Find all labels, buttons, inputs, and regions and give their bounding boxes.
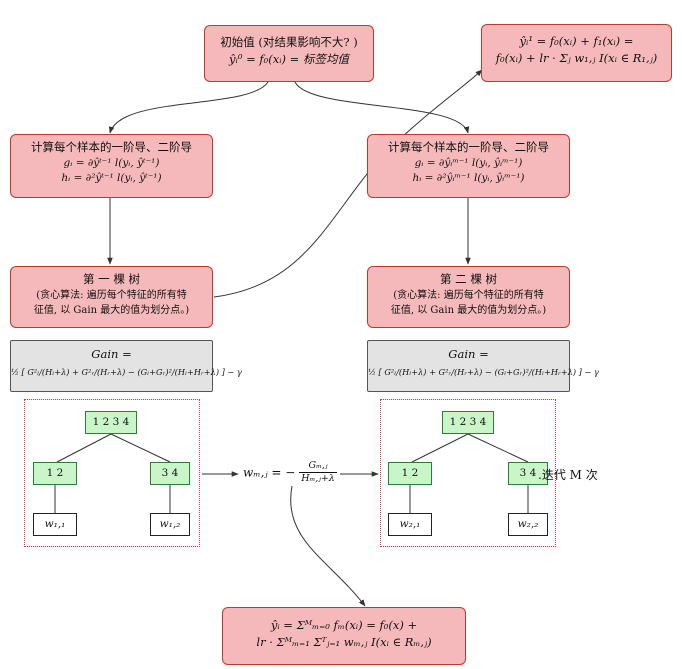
final-line2: lr · Σᴹₘ₌₁ Σᵀⱼ₌₁ wₘ,ⱼ I(xᵢ ∈ Rₘ,ⱼ) — [256, 635, 432, 649]
tree-right-child-left: 1 2 — [388, 462, 432, 485]
grad-left-title: 计算每个样本的一阶导、二阶导 — [31, 140, 192, 154]
tree-left-child-right: 3 4 — [150, 462, 190, 485]
grad-box-right: 计算每个样本的一阶导、二阶导 gᵢ = ∂ŷᵢᵐ⁻¹ l(yᵢ, ŷᵢᵐ⁻¹) … — [367, 134, 570, 198]
iterate-label: .迭代 M 次 — [538, 468, 598, 482]
grad-box-left: 计算每个样本的一阶导、二阶导 gᵢ = ∂ŷᵗ⁻¹ l(yᵢ, ŷᵗ⁻¹) hᵢ… — [10, 134, 213, 198]
grad-left-g: gᵢ = ∂ŷᵗ⁻¹ l(yᵢ, ŷᵗ⁻¹) — [63, 157, 160, 169]
tree-right-root-node: 1 2 3 4 — [442, 411, 494, 434]
update-box: ŷᵢ¹ = f₀(xᵢ) + f₁(xᵢ) = f₀(xᵢ) + lr · Σⱼ… — [481, 24, 672, 82]
tree-right-desc2: 征值, 以 Gain 最大的值为划分点。) — [390, 305, 547, 316]
tree-right-leaf-left: w₂,₁ — [388, 513, 432, 536]
tree-left-title: 第 一 棵 树 — [83, 272, 140, 286]
weight-formula: wₘ,ⱼ = − Gₘ,ⱼ Hₘ,ⱼ+λ — [243, 460, 337, 485]
update-line1: ŷᵢ¹ = f₀(xᵢ) + f₁(xᵢ) = — [519, 34, 634, 48]
tree-box-right: 第 二 棵 树 (贪心算法: 遍历每个特征的所有特 征值, 以 Gain 最大的… — [367, 266, 570, 328]
tree-region-left — [24, 399, 200, 547]
init-title: 初始值 (对结果影响不大? ) — [220, 35, 358, 49]
init-formula: ŷᵢ⁰ = f₀(xᵢ) = 标签均值 — [229, 52, 349, 66]
init-box: 初始值 (对结果影响不大? ) ŷᵢ⁰ = f₀(xᵢ) = 标签均值 — [204, 25, 374, 82]
gain-left-line1: Gain = — [91, 347, 132, 361]
grad-right-g: gᵢ = ∂ŷᵢᵐ⁻¹ l(yᵢ, ŷᵢᵐ⁻¹) — [414, 157, 523, 169]
tree-right-title: 第 二 棵 树 — [440, 272, 497, 286]
update-line2: f₀(xᵢ) + lr · Σⱼ w₁,ⱼ I(xᵢ ∈ R₁,ⱼ) — [495, 51, 658, 65]
tree-right-leaf-right: w₂,₂ — [508, 513, 548, 536]
grad-right-title: 计算每个样本的一阶导、二阶导 — [388, 140, 549, 154]
gain-right-line1: Gain = — [448, 347, 489, 361]
tree-left-leaf-left: w₁,₁ — [33, 513, 77, 536]
gain-box-right: Gain = ½ [ G²ₗ/(Hₗ+λ) + G²ᵣ/(Hᵣ+λ) − (Gₗ… — [367, 340, 599, 392]
tree-left-leaf-right: w₁,₂ — [150, 513, 190, 536]
tree-left-desc1: (贪心算法: 遍历每个特征的所有特 — [36, 290, 187, 301]
final-line1: ŷᵢ = Σᴹₘ₌₀ fₘ(xᵢ) = f₀(x) + — [270, 618, 418, 632]
weight-lhs: wₘ,ⱼ = − — [243, 465, 296, 480]
gain-box-left: Gain = ½ [ G²ₗ/(Hₗ+λ) + G²ᵣ/(Hᵣ+λ) − (Gₗ… — [10, 340, 242, 392]
grad-left-h: hᵢ = ∂²ŷᵗ⁻¹ l(yᵢ, ŷᵗ⁻¹) — [61, 172, 162, 184]
gain-left-line2: ½ [ G²ₗ/(Hₗ+λ) + G²ᵣ/(Hᵣ+λ) − (Gₗ+Gᵣ)²/(… — [11, 367, 242, 377]
arrow-init-to-grad-left — [108, 81, 269, 134]
tree-right-desc1: (贪心算法: 遍历每个特征的所有特 — [393, 290, 544, 301]
tree-right-child-right: 3 4 — [508, 462, 548, 485]
tree-region-right — [380, 399, 556, 547]
tree-left-desc2: 征值, 以 Gain 最大的值为划分点。) — [33, 305, 190, 316]
final-box: ŷᵢ = Σᴹₘ₌₀ fₘ(xᵢ) = f₀(x) + lr · Σᴹₘ₌₁ Σ… — [222, 607, 466, 665]
tree-left-child-left: 1 2 — [33, 462, 77, 485]
weight-denominator: Hₘ,ⱼ+λ — [301, 473, 335, 484]
tree-left-root-node: 1 2 3 4 — [85, 411, 137, 434]
tree-box-left: 第 一 棵 树 (贪心算法: 遍历每个特征的所有特 征值, 以 Gain 最大的… — [10, 266, 213, 328]
arrow-weight-to-final — [290, 485, 366, 607]
weight-numerator: Gₘ,ⱼ — [299, 460, 337, 473]
grad-right-h: hᵢ = ∂²ŷᵢᵐ⁻¹ l(yᵢ, ŷᵢᵐ⁻¹) — [412, 172, 525, 184]
gain-right-line2: ½ [ G²ₗ/(Hₗ+λ) + G²ᵣ/(Hᵣ+λ) − (Gₗ+Gᵣ)²/(… — [368, 367, 599, 377]
arrow-init-to-grad-right — [294, 81, 470, 134]
